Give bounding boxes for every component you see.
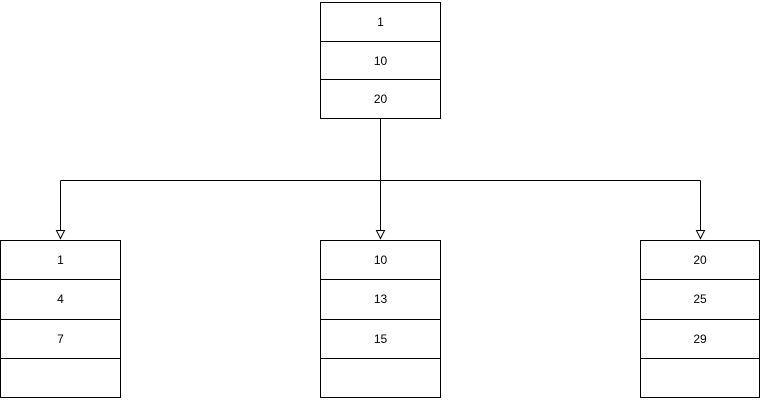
node-cell: 20 [373, 92, 388, 107]
node-cell: 7 [1, 320, 120, 359]
tree-node-child-right: 20 25 29 [640, 240, 760, 398]
node-cell-empty [641, 359, 759, 397]
node-cell: 25 [641, 280, 759, 320]
tree-node-root: 1 10 20 [320, 2, 441, 119]
node-cell: 15 [321, 320, 440, 359]
node-cell: 29 [641, 320, 759, 359]
node-cell: 13 [321, 280, 440, 320]
node-cell: 10 [321, 241, 440, 281]
node-cell-empty [321, 359, 440, 397]
tree-node-child-left: 1 4 7 [0, 240, 121, 398]
node-cell-empty [1, 359, 120, 397]
node-cell: 1 [1, 241, 120, 281]
node-cell: 4 [1, 280, 120, 320]
node-cell: 10 [321, 42, 440, 81]
node-cell: 1 [321, 3, 440, 42]
tree-node-child-middle: 10 13 15 [320, 240, 441, 398]
node-cell: 20 [641, 241, 759, 281]
